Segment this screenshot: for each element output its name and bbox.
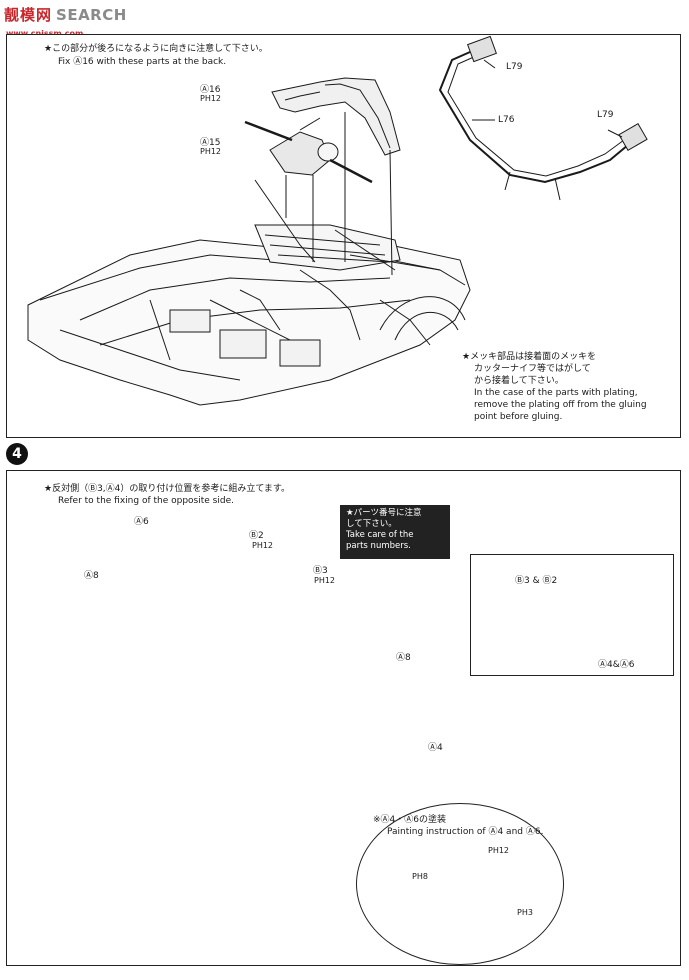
paint-title-jp: ※Ⓐ4・Ⓐ6の塗装 xyxy=(373,815,446,825)
plating-note-line-2: カッターナイフ等ではがして xyxy=(474,364,591,374)
plating-note-line-6: point before gluing. xyxy=(474,412,563,422)
callout-line-3: Take care of the xyxy=(346,530,414,540)
part-a16-color: PH12 xyxy=(200,94,222,103)
detail-top-label: Ⓑ3 & Ⓑ2 xyxy=(515,576,558,586)
paint-ph3: PH3 xyxy=(517,908,533,917)
part-a16-label: Ⓐ16 xyxy=(200,85,221,95)
part-b2-color: PH12 xyxy=(252,541,274,550)
part-number-callout: ★パーツ番号に注意 して下さい。 Take care of the parts … xyxy=(340,505,450,559)
detail-bottom-label: Ⓐ4&Ⓐ6 xyxy=(598,660,635,670)
label-l76: L76 xyxy=(498,115,515,125)
callout-line-1: ★パーツ番号に注意 xyxy=(346,508,422,518)
plating-note-line-4: In the case of the parts with plating, xyxy=(474,388,638,398)
part-a15-color: PH12 xyxy=(200,147,222,156)
callout-line-2: して下さい。 xyxy=(346,519,397,529)
part-b3-color: PH12 xyxy=(314,576,336,585)
callout-line-4: parts numbers. xyxy=(346,541,411,551)
paint-ph12: PH12 xyxy=(488,846,510,855)
paint-ph8: PH8 xyxy=(412,872,428,881)
label-l79-top: L79 xyxy=(506,62,523,72)
part-b3-label: Ⓑ3 xyxy=(313,566,328,576)
paint-detail-circle xyxy=(356,803,564,965)
plating-note-line-5: remove the plating off from the gluing xyxy=(474,400,647,410)
part-a15-label: Ⓐ15 xyxy=(200,138,221,148)
part-a6-label: Ⓐ6 xyxy=(134,517,149,527)
paint-title-en: Painting instruction of Ⓐ4 and Ⓐ6. xyxy=(387,827,544,837)
step-number-badge: 4 xyxy=(6,443,28,465)
bottom-note-en: Refer to the fixing of the opposite side… xyxy=(58,496,234,506)
watermark-url: www.cnjssm.com xyxy=(6,29,83,38)
bottom-note-jp: ★反対側（Ⓑ3,Ⓐ4）の取り付け位置を参考に組み立てます。 xyxy=(44,484,291,494)
top-note-en: Fix Ⓐ16 with these parts at the back. xyxy=(58,57,227,67)
part-a8-right-label: Ⓐ8 xyxy=(396,653,411,663)
part-a8-left-label: Ⓐ8 xyxy=(84,571,99,581)
plating-note-line-1: ★メッキ部品は接着面のメッキを xyxy=(462,352,597,362)
watermark: 靓模网 SEARCH xyxy=(4,4,127,25)
detail-inset-box xyxy=(470,554,674,676)
plating-note-line-3: から接着して下さい。 xyxy=(474,376,564,386)
part-a4-label: Ⓐ4 xyxy=(428,743,443,753)
watermark-brand-cn: 靓模网 xyxy=(4,6,53,24)
top-note-jp: ★この部分が後ろになるように向きに注意して下さい。 xyxy=(44,44,268,54)
watermark-brand-en: SEARCH xyxy=(56,5,127,24)
part-b2-label: Ⓑ2 xyxy=(249,531,264,541)
label-l79-right: L79 xyxy=(597,110,614,120)
